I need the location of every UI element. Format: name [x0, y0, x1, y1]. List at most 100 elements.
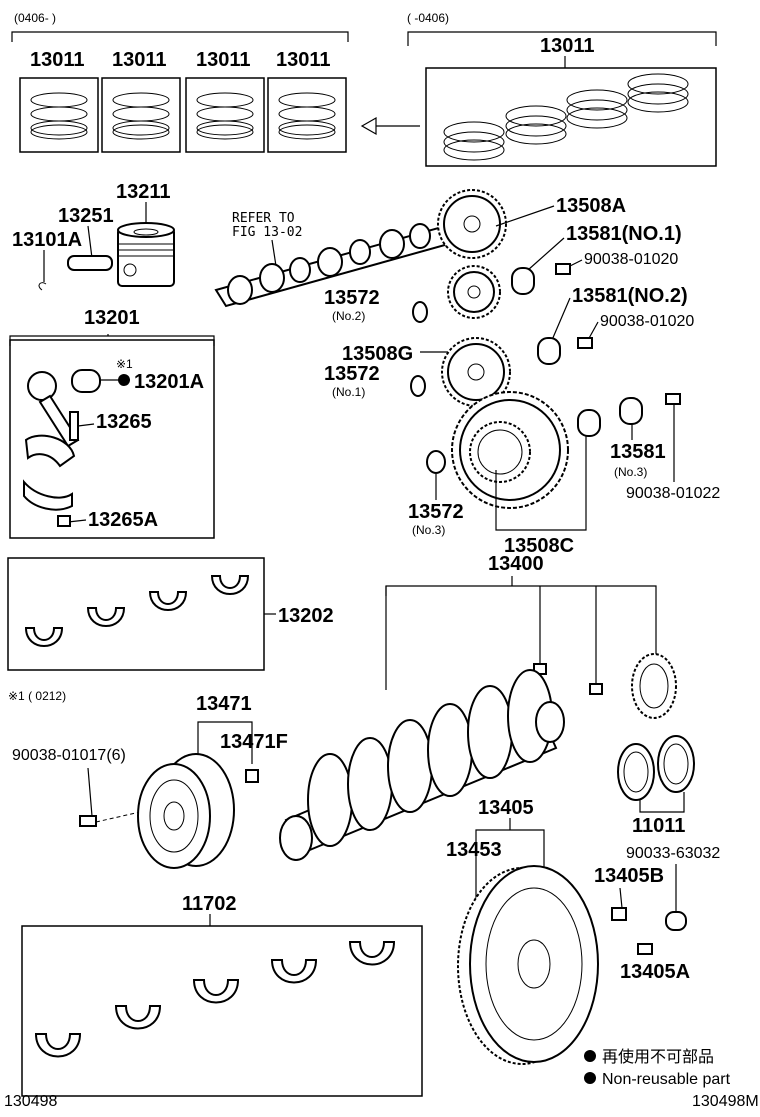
rod-bearings-drawing [24, 575, 250, 647]
washer-no1-drawing [410, 375, 426, 397]
gear-a-label: 13508A [556, 195, 626, 217]
pulley-bolt-drawing [79, 815, 97, 827]
non-reusable-dot-icon [118, 374, 130, 386]
bolt-2-label: 90038-01020 [600, 313, 694, 330]
crankshaft-bracket [385, 585, 657, 656]
ring-set-4-label: 13011 [276, 49, 331, 71]
gear-g-label: 13508G [342, 343, 413, 365]
conrod-bolt-label: 13265 [96, 411, 152, 433]
pulley-key-drawing [245, 769, 259, 783]
washer-no3-sub: (No.3) [412, 523, 445, 537]
flywheel-pin-drawing [637, 943, 653, 955]
washer-no3-label: 13572 [408, 501, 464, 523]
ring-sets-left-bracket [11, 31, 349, 42]
washer-no1-label: 13572 [324, 363, 380, 385]
range-label-left: (0406- ) [14, 11, 56, 25]
ring-set-3-label: 13011 [196, 49, 251, 71]
bolt-3-label: 90038-01022 [626, 485, 720, 502]
ring-gear-label: 13453 [446, 839, 502, 861]
ring-set-right [425, 67, 717, 167]
conrod-nut-label: 13265A [88, 509, 158, 531]
cam-bush-no1-drawing [511, 267, 535, 295]
bolt-2-drawing [577, 337, 593, 349]
arrow-head-icon [360, 116, 377, 136]
ring-set-2-box [101, 77, 181, 153]
flywheel-bolt-drawing [611, 907, 627, 921]
pulley-bracket [197, 721, 253, 764]
ring-set-3: 13011 [185, 49, 265, 153]
legend-dot-jp-icon [584, 1050, 596, 1062]
pulley-key-label: 13471F [220, 731, 288, 753]
piston-drawing [117, 222, 175, 287]
flywheel-plug-label: 90033-63032 [626, 845, 720, 862]
bolt-1-label: 90038-01020 [584, 251, 678, 268]
ring-set-4-box [267, 77, 347, 153]
cam-gear-g-drawing [441, 337, 511, 407]
ring-set-right-label: 13011 [540, 35, 595, 57]
conrod-drawing [23, 371, 80, 511]
piston-label: 13211 [116, 181, 171, 203]
conrod-assy-label: 13201 [84, 307, 140, 329]
camshaft-drawing [214, 220, 472, 308]
ring-set-1: 13011 [19, 49, 99, 153]
thrust-washer-bracket [639, 792, 685, 813]
conrod-note-mark: ※1 [116, 357, 133, 371]
pulley-bolt-label: 90038-01017(6) [12, 747, 126, 764]
footnote-range: ※1 ( 0212) [8, 689, 66, 703]
refer-to-line2: FIG 13-02 [232, 225, 302, 240]
washer-no3-drawing [426, 450, 446, 474]
flywheel-label: 13405 [478, 797, 534, 819]
cam-bush-no3a-drawing [577, 409, 601, 437]
washer-no2-sub: (No.2) [332, 309, 365, 323]
ring-sets-right-bracket [407, 31, 717, 46]
rod-bearings-box [7, 557, 265, 671]
main-bearings-drawing [34, 941, 396, 1058]
conrod-bushing-drawing [71, 369, 101, 393]
conrod-nut-drawing [57, 515, 71, 527]
snap-ring-label: 13101A [12, 229, 82, 251]
cam-bush-no2-drawing [537, 337, 561, 365]
snap-ring-drawing [38, 282, 47, 291]
crankshaft-label: 13400 [488, 553, 544, 575]
washer-no1-sub: (No.1) [332, 385, 365, 399]
cam-bush-no1-label: 13581(NO.1) [566, 223, 682, 245]
ring-set-2-label: 13011 [112, 49, 167, 71]
ring-set-1-box [19, 77, 99, 153]
rod-bearings-label: 13202 [278, 605, 334, 627]
piston-pin-label: 13251 [58, 205, 114, 227]
main-bearings-box [21, 925, 423, 1097]
cam-bush-no3-drawing [619, 397, 643, 425]
refer-to-line1: REFER TO [232, 211, 295, 226]
flywheel-plug-drawing [665, 911, 687, 931]
crank-timing-gear-drawing [631, 653, 677, 719]
cam-gear-c-drawing [451, 391, 569, 509]
washer-no2-label: 13572 [324, 287, 380, 309]
ring-set-3-box [185, 77, 265, 153]
piston-pin-drawing [67, 255, 113, 271]
main-bearings-label: 11702 [182, 893, 237, 915]
crank-pulley-drawing [137, 753, 235, 869]
ring-set-1-label: 13011 [30, 49, 85, 71]
thrust-washers-drawing [617, 735, 695, 801]
ring-set-right-box [425, 67, 717, 167]
bolt-3-drawing [665, 393, 681, 405]
cam-bush-no3-sub: (No.3) [614, 465, 647, 479]
thrust-washer-label: 11011 [632, 815, 685, 837]
legend-dot-en-icon [584, 1072, 596, 1084]
bolt-1-drawing [555, 263, 571, 275]
idler-gear-small-drawing [447, 265, 501, 319]
conrod-bushing-label: 13201A [134, 371, 204, 393]
legend-jp: 再使用不可部品 [602, 1048, 714, 1066]
flywheel-pin-label: 13405A [620, 961, 690, 983]
cam-bush-no3-label: 13581 [610, 441, 666, 463]
crank-pin-2-drawing [589, 683, 603, 695]
flywheel-bolt-label: 13405B [594, 865, 664, 887]
legend-en: Non-reusable part [602, 1071, 731, 1088]
washer-no2-drawing [412, 301, 428, 323]
footer-code-left: 130498 [4, 1093, 57, 1110]
cam-gear-a-drawing [437, 189, 507, 259]
ring-set-2: 13011 [101, 49, 181, 153]
footer-code-right: 130498M [692, 1093, 759, 1110]
